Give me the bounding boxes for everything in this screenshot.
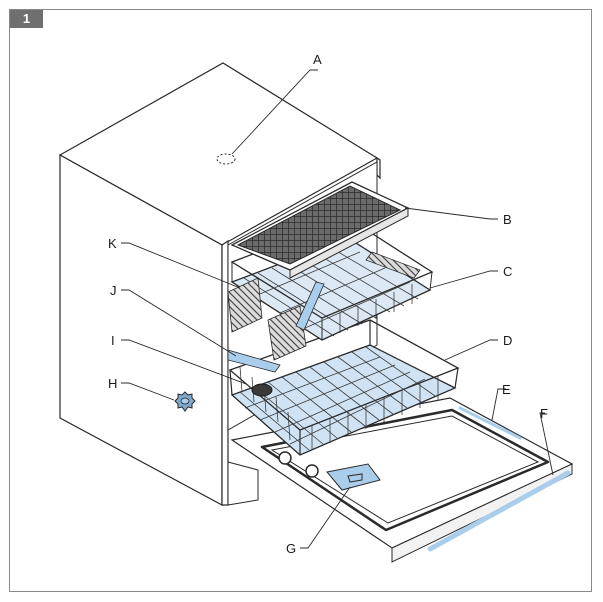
basket-wheel-right [305,464,319,478]
cutlery-tray [230,181,410,279]
basket-wheel-left [278,451,292,465]
lower-spray-hub [251,383,273,397]
door-top-seal [458,406,522,440]
figure-number-badge: 1 [10,10,43,28]
callout-k: K [108,236,117,251]
door-inner-inset [270,415,540,524]
callout-j: J [110,283,117,298]
cabinet [58,62,381,507]
cup-shelf-tines-left [227,277,263,333]
callout-f: F [540,406,548,421]
callout-e: E [502,382,511,397]
door-inner-panel [260,408,550,532]
lower-basket [227,319,460,478]
cutlery-tray-grid [236,185,402,265]
door-thickness [391,463,573,563]
door-edge-seal [427,470,571,552]
callout-c: C [503,264,512,279]
leader-lines [121,69,554,549]
salt-container-cap [174,391,196,412]
lower-basket-floor [232,345,455,455]
callout-h: H [108,376,117,391]
callout-b: B [503,212,512,227]
door-hinge-block [227,461,259,506]
cup-shelf-tines-right [267,305,307,361]
top-spray-arm-marker [216,153,236,165]
detergent-dispenser [326,463,381,491]
callout-a: A [313,52,322,67]
upper-spray-arm [295,281,325,331]
lower-spray-arm [227,349,281,373]
callout-g: G [286,541,296,556]
upper-basket-glass-tines [365,251,421,279]
figure-frame [9,9,592,592]
callout-d: D [503,333,512,348]
callout-i: I [111,333,115,348]
dispenser-latch [347,473,363,483]
